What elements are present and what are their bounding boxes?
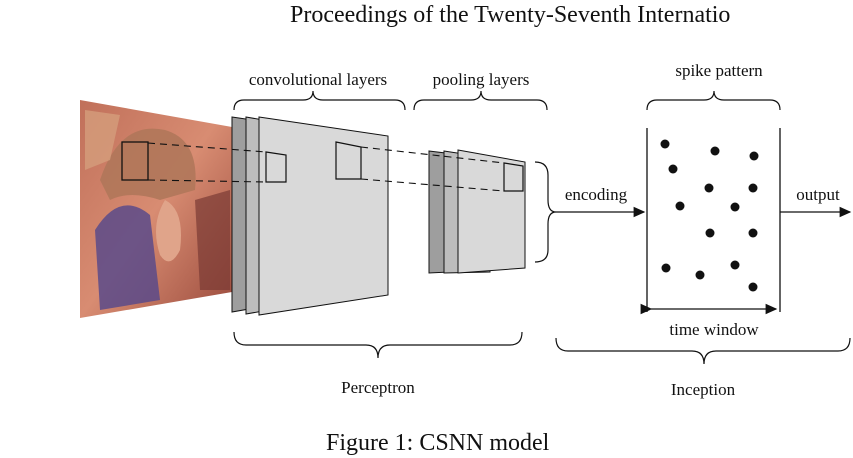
conv-brace — [233, 90, 406, 111]
running-header: Proceedings of the Twenty-Seventh Intern… — [290, 0, 853, 34]
figure-caption: Figure 1: CSNN model — [326, 428, 853, 456]
label-encoding: encoding — [565, 185, 628, 204]
label-spike-pattern: spike pattern — [675, 61, 763, 80]
spike-pattern-box — [646, 128, 781, 312]
label-output: output — [796, 185, 840, 204]
csnn-figure: convolutional layers pooling layers spik… — [80, 61, 852, 399]
label-perceptron: Perceptron — [341, 378, 415, 397]
encoding-brace — [534, 161, 557, 263]
spike-brace — [646, 90, 781, 111]
inception-brace — [555, 337, 851, 365]
pooling-layers — [428, 149, 526, 274]
perceptron-brace — [233, 331, 523, 359]
spikes — [660, 139, 759, 292]
label-inception: Inception — [671, 380, 736, 399]
running-header-text: Proceedings of the Twenty-Seventh Intern… — [290, 2, 731, 28]
input-image — [80, 100, 232, 318]
label-pooling-layers: pooling layers — [433, 70, 530, 89]
pool-brace — [413, 90, 548, 111]
convolutional-layers — [231, 116, 389, 316]
receptive-field-lines — [147, 142, 505, 192]
label-convolutional-layers: convolutional layers — [249, 70, 387, 89]
label-time-window: time window — [669, 320, 759, 339]
figure-caption-text: Figure 1: CSNN model — [326, 430, 550, 456]
